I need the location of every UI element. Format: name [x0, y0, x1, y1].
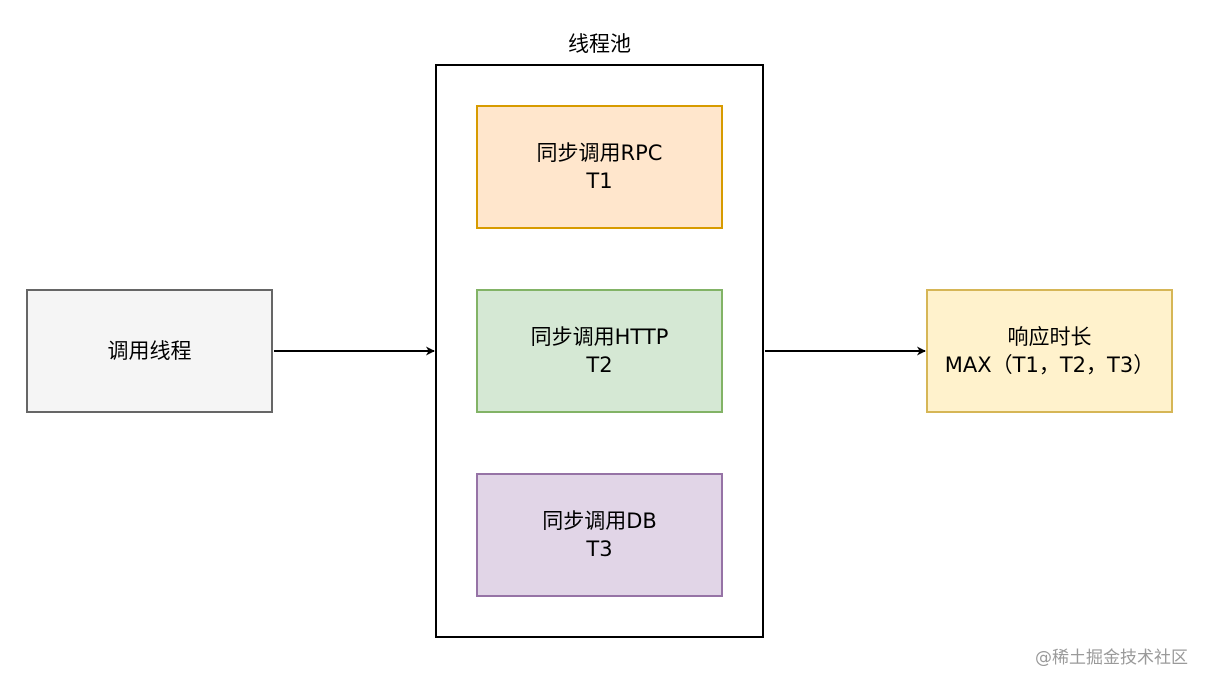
- caller-thread-node: 调用线程: [26, 289, 273, 413]
- response-time-formula: MAX（T1，T2，T3）: [944, 353, 1155, 377]
- thread-pool-title: 线程池: [568, 32, 631, 56]
- task-http-name: 同步调用HTTP: [530, 325, 669, 349]
- task-db-node: 同步调用DB T3: [476, 473, 723, 597]
- task-rpc-time: T1: [586, 169, 613, 193]
- caller-thread-label: 调用线程: [107, 339, 192, 363]
- task-http-node: 同步调用HTTP T2: [476, 289, 723, 413]
- task-db-time: T3: [586, 537, 613, 561]
- task-rpc-name: 同步调用RPC: [536, 141, 663, 165]
- task-http-time: T2: [586, 353, 613, 377]
- task-rpc-node: 同步调用RPC T1: [476, 105, 723, 229]
- watermark-text: @稀土掘金技术社区: [1035, 648, 1188, 668]
- response-time-title: 响应时长: [1007, 325, 1092, 349]
- response-time-node: 响应时长 MAX（T1，T2，T3）: [926, 289, 1173, 413]
- thread-pool-container: [435, 64, 764, 638]
- task-db-name: 同步调用DB: [542, 509, 657, 533]
